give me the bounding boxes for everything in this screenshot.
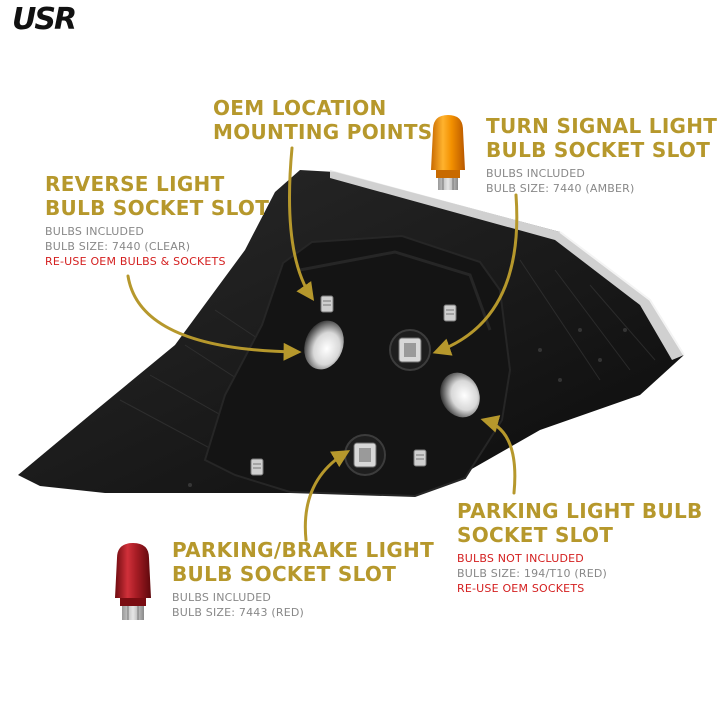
callout-note: BULB SIZE: 7443 (RED) (172, 606, 305, 619)
callout-title-line: PARKING LIGHT BULB (457, 499, 703, 523)
callout-title-line: REVERSE LIGHT (45, 172, 225, 196)
mounting-stud (250, 458, 264, 476)
callout-warning: RE-USE OEM SOCKETS (457, 582, 585, 595)
red-wedge-bulb-icon (115, 543, 151, 620)
callout-title-line: PARKING/BRAKE LIGHT (172, 538, 435, 562)
mounting-stud (443, 304, 457, 322)
callout-title-line: BULB SOCKET SLOT (45, 196, 270, 220)
callout-title-line: MOUNTING POINTS (213, 120, 433, 144)
oem-location-callout: OEM LOCATION MOUNTING POINTS (213, 96, 432, 144)
socket-panel (203, 234, 512, 498)
mounting-stud (320, 295, 334, 313)
callout-title-line: BULB SOCKET SLOT (486, 138, 711, 162)
parking-brake-callout: PARKING/BRAKE LIGHT BULB SOCKET SLOT BUL… (172, 538, 434, 620)
reverse-socket-hole (304, 320, 344, 370)
amber-wedge-bulb-icon (431, 115, 465, 190)
callout-title-line: BULB SOCKET SLOT (172, 562, 397, 586)
parking-light-arrow (480, 415, 517, 495)
parking-socket-hole (440, 372, 480, 418)
reverse-light-callout: REVERSE LIGHT BULB SOCKET SLOT BULBS INC… (45, 172, 269, 269)
turn-signal-callout: TURN SIGNAL LIGHT BULB SOCKET SLOT BULBS… (486, 114, 717, 196)
callout-note: BULB SIZE: 7440 (CLEAR) (45, 240, 191, 253)
callout-warning: BULBS NOT INCLUDED (457, 552, 584, 565)
callout-title-line: OEM LOCATION (213, 96, 387, 120)
callout-note: BULBS INCLUDED (45, 225, 145, 238)
turn-signal-arrow (432, 193, 519, 356)
mounting-stud (413, 449, 427, 467)
callout-note: BULB SIZE: 194/T10 (RED) (457, 567, 608, 580)
brand-logo: USR (12, 2, 77, 37)
parking-brake-arrow (303, 450, 351, 542)
parking-light-callout: PARKING LIGHT BULB SOCKET SLOT BULBS NOT… (457, 499, 703, 596)
callout-note: BULB SIZE: 7440 (AMBER) (486, 182, 635, 195)
brand-logo-text: USR (12, 2, 77, 37)
turn-signal-socket (389, 329, 431, 371)
parking-brake-socket (344, 434, 386, 476)
reverse-arrow (126, 274, 302, 361)
callout-note: BULBS INCLUDED (172, 591, 272, 604)
callout-title-line: SOCKET SLOT (457, 523, 614, 547)
callout-title-line: TURN SIGNAL LIGHT (486, 114, 718, 138)
oem-location-arrow (288, 146, 315, 301)
callout-warning: RE-USE OEM BULBS & SOCKETS (45, 255, 226, 268)
callout-note: BULBS INCLUDED (486, 167, 586, 180)
